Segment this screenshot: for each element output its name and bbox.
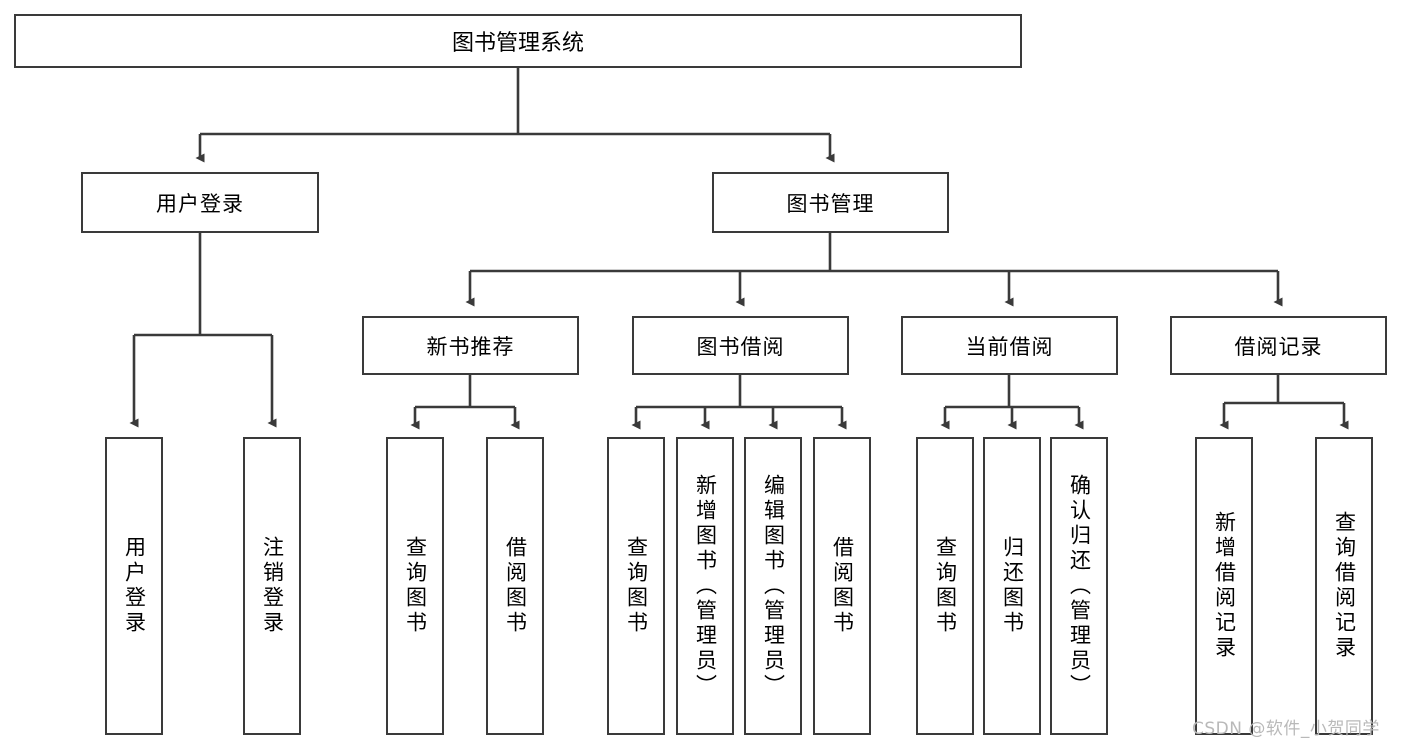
leaf-logout[interactable]: 注销登录 [243, 437, 301, 735]
node-book-management[interactable]: 图书管理 [712, 172, 949, 233]
leaf-add-book-admin-label: 新增图书（管理员） [693, 473, 718, 699]
leaf-logout-label: 注销登录 [260, 536, 285, 636]
leaf-search-book-borrow[interactable]: 查询图书 [607, 437, 665, 735]
node-book-borrow[interactable]: 图书借阅 [632, 316, 849, 375]
leaf-confirm-return-admin-label: 确认归还（管理员） [1067, 473, 1092, 699]
leaf-borrow-book[interactable]: 借阅图书 [813, 437, 871, 735]
leaf-search-book-current-label: 查询图书 [933, 536, 958, 636]
leaf-return-book[interactable]: 归还图书 [983, 437, 1041, 735]
leaf-return-book-label: 归还图书 [1000, 536, 1025, 636]
node-current-borrow[interactable]: 当前借阅 [901, 316, 1118, 375]
leaf-add-borrow-record[interactable]: 新增借阅记录 [1195, 437, 1253, 735]
leaf-search-borrow-record-label: 查询借阅记录 [1332, 511, 1357, 661]
node-new-book-recommend[interactable]: 新书推荐 [362, 316, 579, 375]
node-book-management-label: 图书管理 [786, 191, 875, 216]
leaf-edit-book-admin[interactable]: 编辑图书（管理员） [744, 437, 802, 735]
leaf-search-book-borrow-label: 查询图书 [624, 536, 649, 636]
leaf-add-book-admin[interactable]: 新增图书（管理员） [676, 437, 734, 735]
node-user-login-label: 用户登录 [156, 191, 244, 216]
leaf-search-book-current[interactable]: 查询图书 [916, 437, 974, 735]
leaf-borrow-book-recommend[interactable]: 借阅图书 [486, 437, 544, 735]
leaf-search-borrow-record[interactable]: 查询借阅记录 [1315, 437, 1373, 735]
node-borrow-records[interactable]: 借阅记录 [1170, 316, 1387, 375]
leaf-confirm-return-admin[interactable]: 确认归还（管理员） [1050, 437, 1108, 735]
leaf-edit-book-admin-label: 编辑图书（管理员） [761, 473, 786, 699]
csdn-watermark: CSDN @软件_小贺同学 [1192, 719, 1380, 739]
node-root[interactable]: 图书管理系统 [14, 14, 1022, 68]
node-borrow-records-label: 借阅记录 [1234, 334, 1323, 359]
node-new-book-recommend-label: 新书推荐 [426, 334, 515, 359]
node-current-borrow-label: 当前借阅 [965, 334, 1054, 359]
leaf-user-login[interactable]: 用户登录 [105, 437, 163, 735]
leaf-search-book-recommend-label: 查询图书 [403, 536, 428, 636]
node-book-borrow-label: 图书借阅 [696, 334, 785, 359]
leaf-user-login-label: 用户登录 [122, 536, 147, 636]
leaf-borrow-book-label: 借阅图书 [830, 536, 855, 636]
leaf-add-borrow-record-label: 新增借阅记录 [1212, 511, 1237, 661]
leaf-borrow-book-recommend-label: 借阅图书 [503, 536, 528, 636]
leaf-search-book-recommend[interactable]: 查询图书 [386, 437, 444, 735]
node-user-login[interactable]: 用户登录 [81, 172, 319, 233]
node-root-label: 图书管理系统 [451, 31, 584, 56]
